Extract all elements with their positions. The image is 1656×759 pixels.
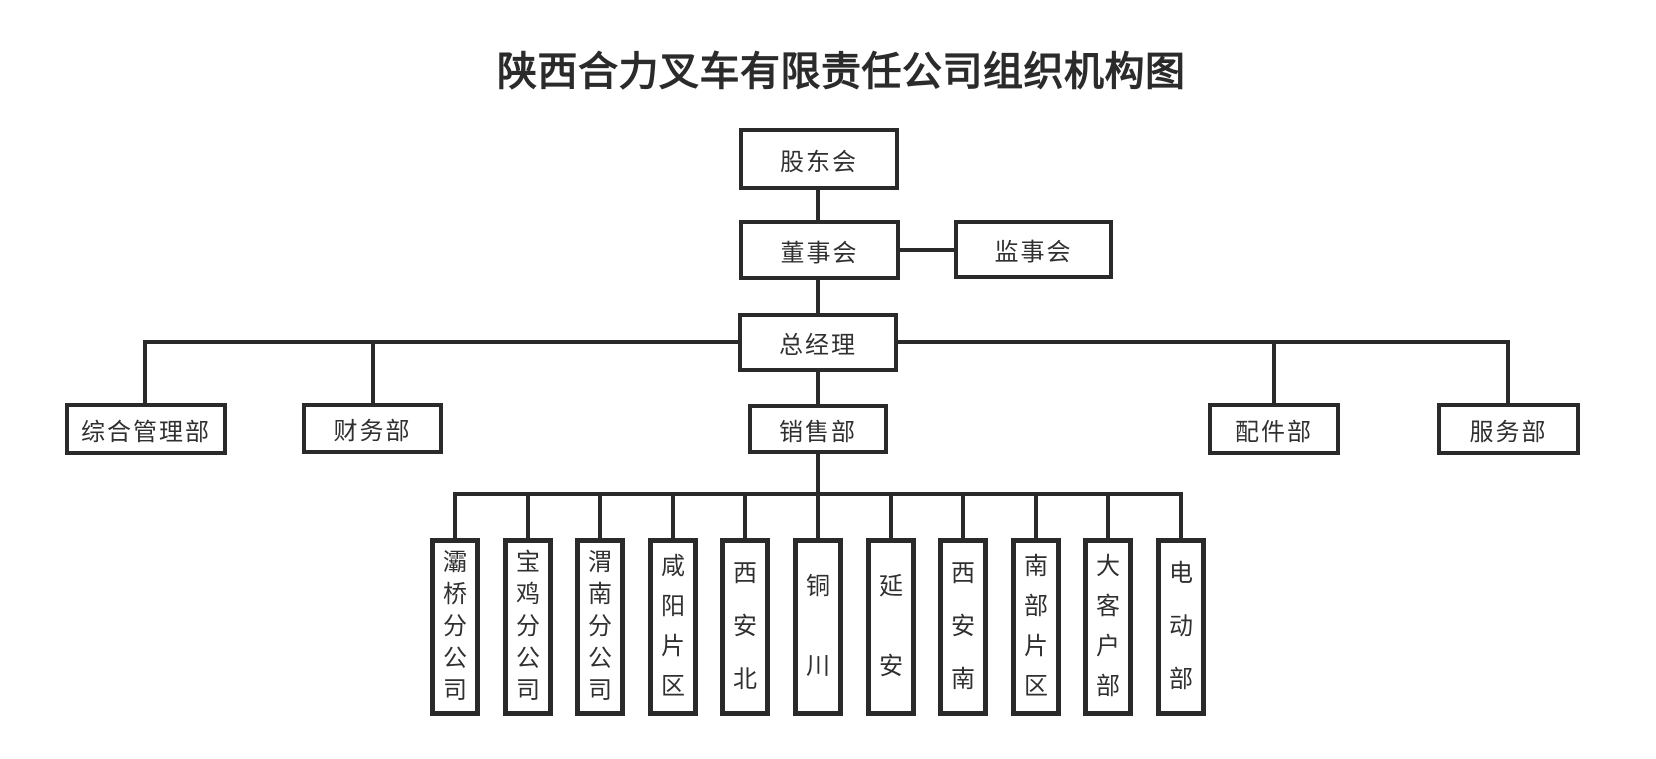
connector-drop-tongchuan bbox=[816, 492, 820, 538]
org-node-board: 董事会 bbox=[739, 220, 900, 280]
org-node-dept-sales: 销售部 bbox=[748, 404, 888, 454]
connector-drop-finance bbox=[371, 340, 375, 403]
org-node-unit-tongchuan: 铜川 bbox=[793, 538, 843, 716]
connector-drop-xianyang bbox=[671, 492, 675, 538]
org-node-unit-key-accounts: 大客户部 bbox=[1083, 538, 1133, 716]
org-node-unit-baqiao-branch: 灞桥分公司 bbox=[430, 538, 480, 716]
org-node-unit-electric: 电动部 bbox=[1156, 538, 1206, 716]
chart-title: 陕西合力叉车有限责任公司组织机构图 bbox=[497, 50, 1186, 94]
connector-board-gm bbox=[816, 280, 820, 313]
connector-shareholders-board bbox=[816, 190, 820, 220]
connector-sales-bus bbox=[816, 454, 820, 494]
connector-drop-parts bbox=[1272, 340, 1276, 403]
org-node-unit-baoji-branch: 宝鸡分公司 bbox=[503, 538, 553, 716]
org-node-unit-south-district: 南部片区 bbox=[1011, 538, 1061, 716]
connector-drop-service bbox=[1506, 340, 1510, 403]
connector-drop-baqiao bbox=[453, 492, 457, 538]
org-node-unit-yanan: 延安 bbox=[866, 538, 916, 716]
connector-drop-key-accounts bbox=[1106, 492, 1110, 538]
connector-drop-weinan bbox=[598, 492, 602, 538]
connector-gm-sales bbox=[816, 372, 820, 404]
org-node-dept-general-management: 综合管理部 bbox=[65, 403, 227, 455]
org-node-unit-xian-north: 西安北 bbox=[720, 538, 770, 716]
org-node-unit-xianyang-district: 咸阳片区 bbox=[648, 538, 698, 716]
org-node-shareholders: 股东会 bbox=[739, 128, 899, 190]
connector-drop-baoji bbox=[526, 492, 530, 538]
org-node-supervisory-board: 监事会 bbox=[954, 220, 1113, 279]
connector-board-supervisory bbox=[900, 248, 954, 252]
org-node-unit-xian-south: 西安南 bbox=[938, 538, 988, 716]
connector-drop-electric bbox=[1179, 492, 1183, 538]
connector-drop-xian-north bbox=[743, 492, 747, 538]
connector-drop-south-district bbox=[1034, 492, 1038, 538]
org-node-general-manager: 总经理 bbox=[738, 313, 898, 372]
org-node-dept-service: 服务部 bbox=[1437, 403, 1580, 455]
connector-drop-xian-south bbox=[961, 492, 965, 538]
org-node-dept-parts: 配件部 bbox=[1208, 403, 1340, 455]
connector-drop-general-management bbox=[143, 340, 147, 403]
org-node-dept-finance: 财务部 bbox=[302, 403, 443, 454]
org-node-unit-weinan-branch: 渭南分公司 bbox=[575, 538, 625, 716]
connector-drop-yanan bbox=[889, 492, 893, 538]
